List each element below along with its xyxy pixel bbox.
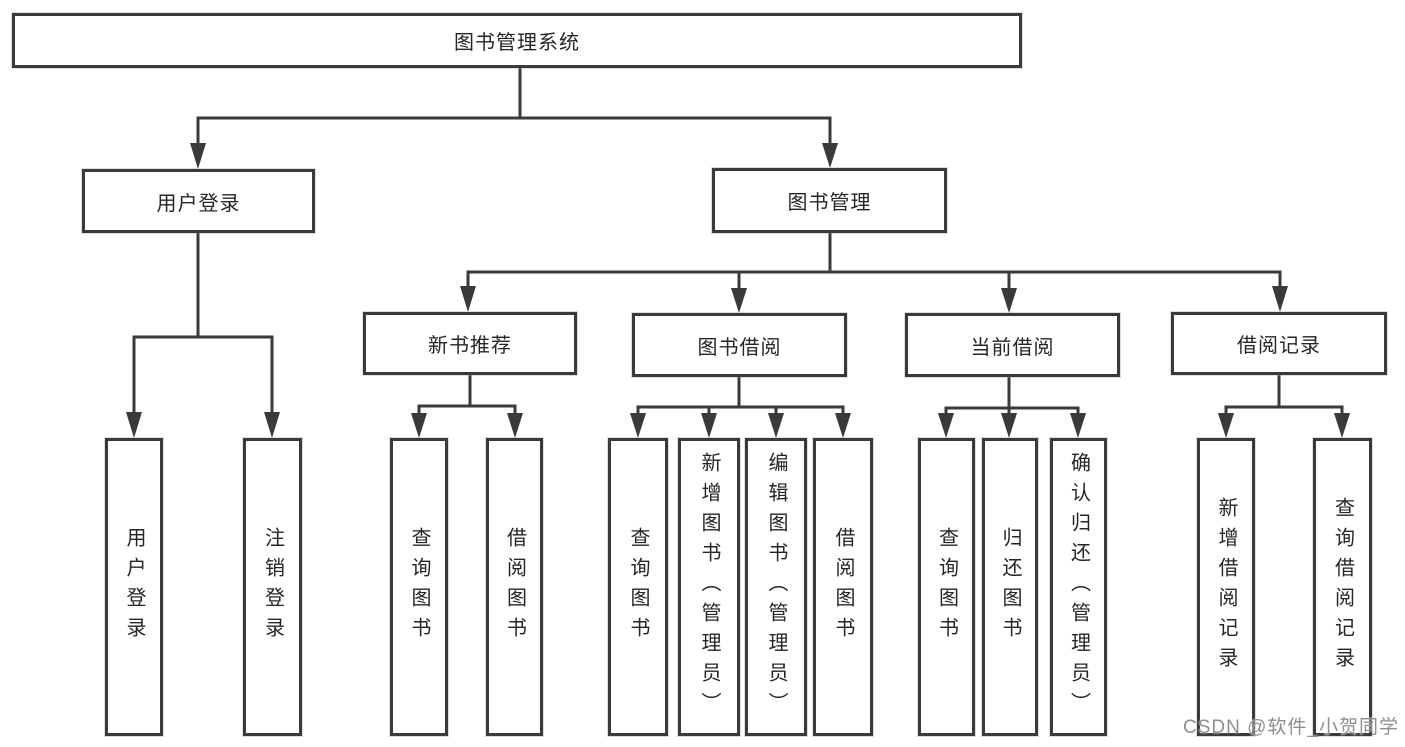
node-book-management: 图书管理	[712, 168, 947, 233]
leaf-recommend-borrow-book: 借阅图书	[486, 438, 543, 736]
node-root-system: 图书管理系统	[12, 13, 1022, 68]
node-new-book-recommend: 新书推荐	[363, 312, 577, 375]
node-book-borrow: 图书借阅	[632, 313, 847, 377]
leaf-user-login: 用户登录	[105, 438, 163, 736]
leaf-borrow-edit-book-admin: 编辑图书（管理员）	[745, 438, 807, 736]
leaf-current-confirm-return-admin: 确认归还（管理员）	[1050, 438, 1107, 736]
csdn-author-watermark: CSDN @软件_小贺同学	[1183, 717, 1399, 738]
leaf-logout-login: 注销登录	[243, 438, 302, 736]
leaf-current-query-book: 查询图书	[918, 438, 975, 736]
leaf-borrow-query-book: 查询图书	[608, 438, 668, 736]
node-borrow-record: 借阅记录	[1171, 312, 1387, 375]
leaf-record-query-borrow-record: 查询借阅记录	[1313, 438, 1372, 736]
leaf-record-add-borrow-record: 新增借阅记录	[1197, 438, 1255, 736]
leaf-recommend-query-book: 查询图书	[390, 438, 448, 736]
leaf-borrow-borrow-book: 借阅图书	[813, 438, 873, 736]
node-user-login: 用户登录	[82, 169, 315, 233]
leaf-borrow-add-book-admin: 新增图书（管理员）	[678, 438, 740, 736]
node-current-borrow: 当前借阅	[905, 313, 1120, 377]
leaf-current-return-book: 归还图书	[982, 438, 1038, 736]
